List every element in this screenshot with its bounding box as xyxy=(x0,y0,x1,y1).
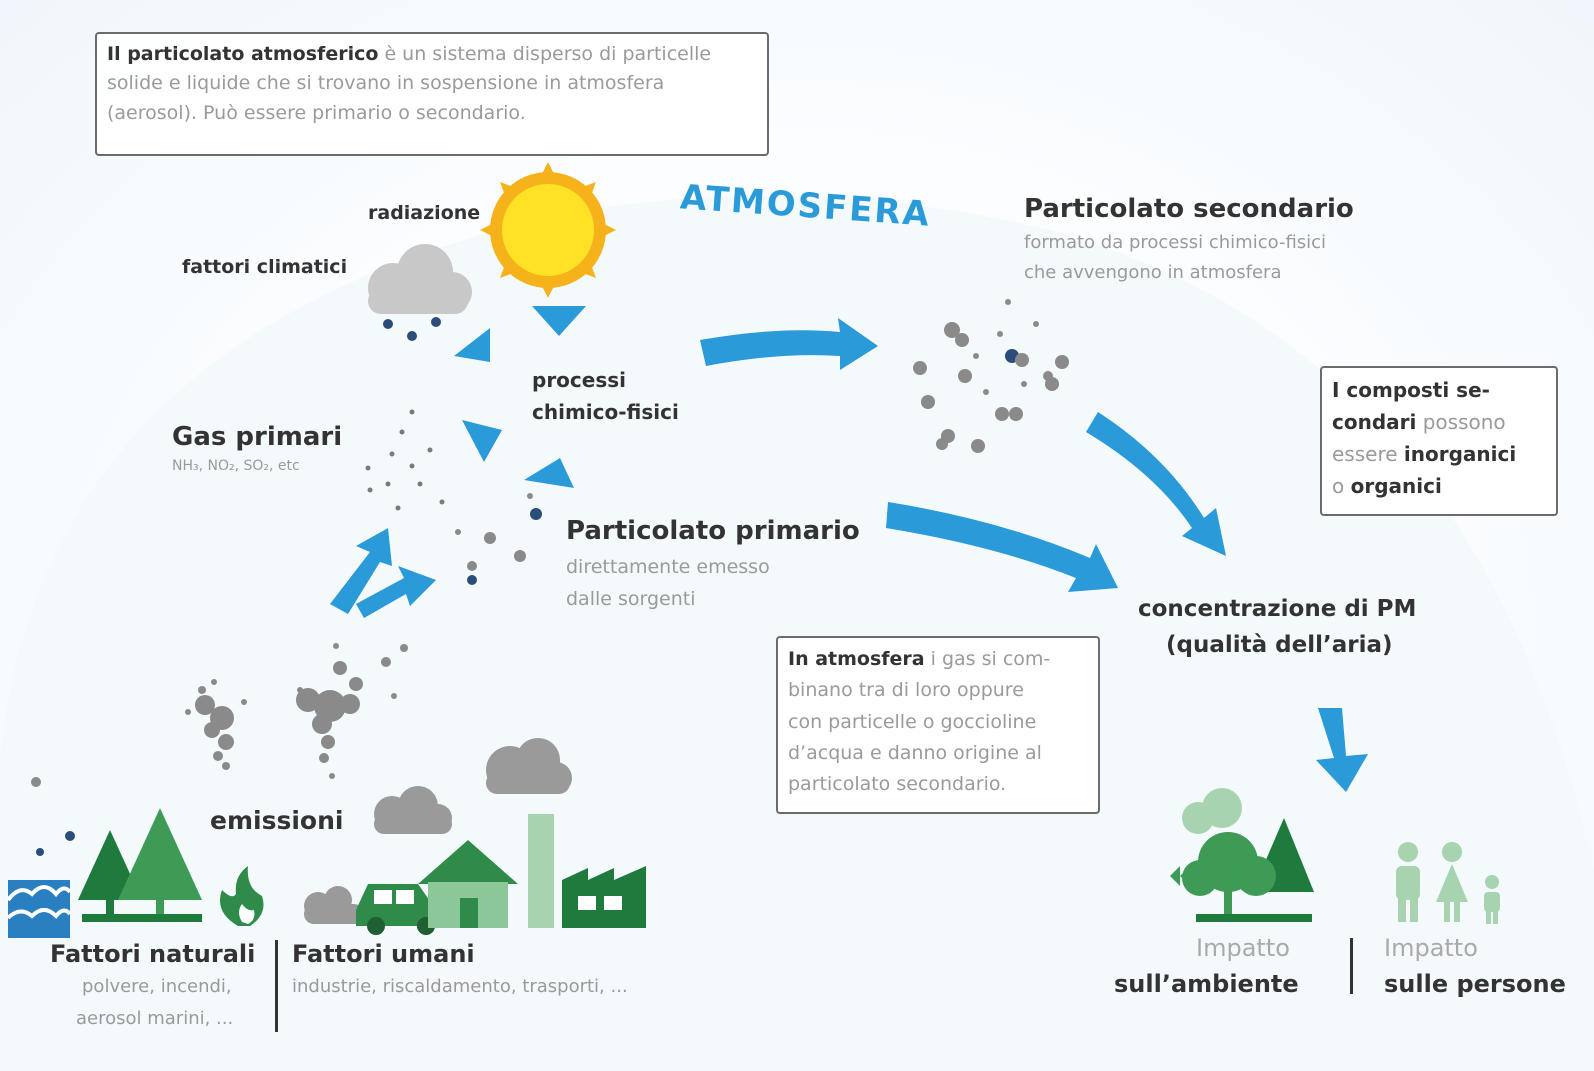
process-triangles xyxy=(454,306,586,488)
arrow-primary-to-pm xyxy=(886,502,1118,592)
intro-bold: Il particolato atmosferico xyxy=(107,43,379,65)
in-atmosfera-l1: i gas si com- xyxy=(924,648,1051,670)
composti-l1: I composti se- xyxy=(1332,378,1490,402)
arrow-secondary-to-pm xyxy=(1086,412,1226,556)
particolato-secondario-title: Particolato secondario xyxy=(1024,194,1354,224)
environment-impact-icon xyxy=(1170,788,1314,922)
composti-l3: essere xyxy=(1332,442,1404,466)
smog-clouds xyxy=(304,738,572,924)
in-atmosfera-l4: d’acqua e danno origine al xyxy=(788,742,1042,765)
gas-primari-title: Gas primari xyxy=(172,422,343,452)
fattori-naturali-sub2: aerosol marini, ... xyxy=(76,1008,234,1029)
arrow-pm-to-impact xyxy=(1316,708,1368,792)
fattori-naturali-sub1: polvere, incendi, xyxy=(82,976,232,997)
arrow-emissions-right xyxy=(356,566,436,618)
secondary-particles xyxy=(913,299,1069,453)
particolato-primario-sub1: direttamente emesso xyxy=(566,556,770,578)
people-impact-icon xyxy=(1396,842,1500,924)
rain-cloud-icon xyxy=(368,244,472,314)
house-icon xyxy=(418,840,518,928)
divider-factors xyxy=(275,940,278,1032)
fattori-naturali-title: Fattori naturali xyxy=(50,940,256,968)
rain-drops xyxy=(383,317,441,341)
smoke-plumes xyxy=(31,643,408,856)
processi-label-1: processi xyxy=(532,368,627,392)
composti-l4b: organici xyxy=(1350,474,1442,498)
intro-text: è un sistema disperso di particelle soli… xyxy=(107,43,712,124)
arrow-to-secondary xyxy=(700,318,878,370)
particolato-secondario-sub2: che avvengono in atmosfera xyxy=(1024,262,1282,283)
gas-dots xyxy=(365,409,445,511)
gas-primari-sub: NH₃, NO₂, SO₂, etc xyxy=(172,458,300,474)
composti-l2: possono xyxy=(1416,410,1506,434)
in-atmosfera-l2: binano tra di loro oppure xyxy=(788,679,1024,702)
fattori-umani-sub: industrie, riscaldamento, trasporti, ... xyxy=(292,976,628,997)
intro-box: Il particolato atmosferico è un sistema … xyxy=(95,32,769,156)
particolato-primario-sub2: dalle sorgenti xyxy=(566,588,696,610)
fattori-climatici-label: fattori climatici xyxy=(182,256,348,278)
in-atmosfera-bold: In atmosfera xyxy=(788,648,925,670)
particolato-primario-title: Particolato primario xyxy=(566,516,860,546)
divider-impacts xyxy=(1350,938,1353,994)
arrow-emissions-up xyxy=(330,528,392,614)
factory-icon xyxy=(528,814,646,928)
impatto-ambiente-line1: Impatto xyxy=(1196,934,1290,962)
composti-box: I composti se- condari possono essere in… xyxy=(1320,366,1558,516)
emissioni-label: emissioni xyxy=(210,806,344,835)
impatto-persone-line1: Impatto xyxy=(1384,934,1478,962)
atmosphere-arch xyxy=(0,195,1594,1071)
composti-l3b: inorganici xyxy=(1403,442,1517,466)
fire-icon xyxy=(220,866,264,926)
primary-particles xyxy=(455,493,542,585)
flow-arrows xyxy=(330,318,1368,792)
radiazione-label: radiazione xyxy=(368,202,481,224)
concentrazione-line2: (qualità dell’aria) xyxy=(1166,632,1393,658)
in-atmosfera-box: In atmosfera i gas si com- binano tra di… xyxy=(776,636,1100,814)
impatto-persone-line2: sulle persone xyxy=(1384,970,1566,998)
impatto-ambiente-line2: sull’ambiente xyxy=(1114,970,1299,998)
processi-label-2: chimico-fisici xyxy=(532,400,679,424)
in-atmosfera-l3: con particelle o goccioline xyxy=(788,710,1037,733)
particolato-secondario-sub1: formato da processi chimico-fisici xyxy=(1024,232,1327,253)
fattori-umani-title: Fattori umani xyxy=(292,940,475,968)
in-atmosfera-l5: particolato secondario. xyxy=(788,773,1007,796)
sea-waves-icon xyxy=(6,880,72,938)
sun-icon xyxy=(480,162,616,298)
composti-l4: o xyxy=(1332,474,1351,498)
concentrazione-line1: concentrazione di PM xyxy=(1138,596,1417,622)
composti-l2b: condari xyxy=(1332,410,1417,434)
forest-icon xyxy=(78,808,202,922)
